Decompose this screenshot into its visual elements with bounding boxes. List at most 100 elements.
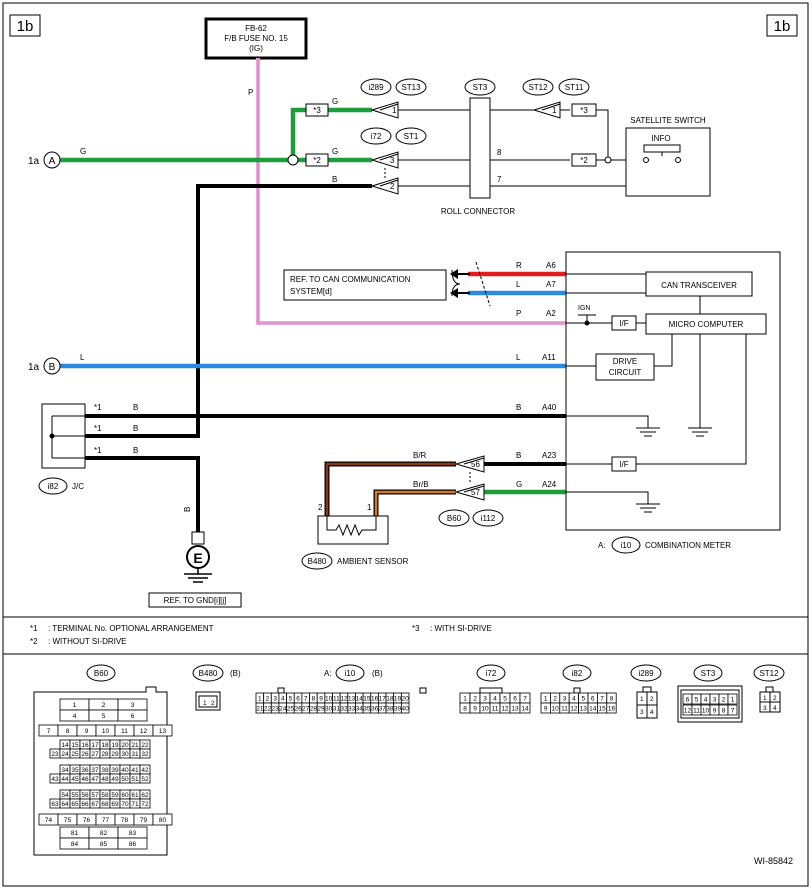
svg-text:25: 25 bbox=[71, 751, 79, 758]
svg-text:10: 10 bbox=[702, 707, 710, 714]
corner-tag-left: 1b bbox=[9, 14, 41, 37]
svg-text:i82: i82 bbox=[572, 669, 583, 678]
svg-text:IGN: IGN bbox=[578, 305, 590, 312]
svg-text:ST1: ST1 bbox=[404, 132, 419, 141]
svg-text:36: 36 bbox=[371, 705, 379, 712]
svg-text:25: 25 bbox=[287, 705, 295, 712]
svg-text:8: 8 bbox=[497, 148, 502, 157]
svg-text:55: 55 bbox=[71, 792, 79, 799]
terminal-a7: A7 bbox=[546, 280, 556, 289]
svg-text:*3: *3 bbox=[412, 624, 420, 633]
svg-text:: TERMINAL No. OPTIONAL ARRANG: : TERMINAL No. OPTIONAL ARRANGEMENT bbox=[48, 624, 214, 633]
svg-text:6: 6 bbox=[513, 695, 517, 702]
svg-text:26: 26 bbox=[294, 705, 302, 712]
svg-text:2: 2 bbox=[266, 695, 270, 702]
svg-text:2: 2 bbox=[650, 696, 654, 703]
svg-text:REF. TO CAN COMMUNICATION: REF. TO CAN COMMUNICATION bbox=[290, 275, 411, 284]
svg-text:12: 12 bbox=[501, 705, 509, 712]
svg-text:32: 32 bbox=[340, 705, 348, 712]
svg-text:57: 57 bbox=[91, 792, 99, 799]
svg-text:56: 56 bbox=[81, 792, 89, 799]
svg-text:: WITHOUT SI-DRIVE: : WITHOUT SI-DRIVE bbox=[48, 637, 127, 646]
svg-text:14: 14 bbox=[61, 742, 69, 749]
svg-text:22: 22 bbox=[264, 705, 272, 712]
svg-text:3: 3 bbox=[563, 695, 567, 702]
svg-text:23: 23 bbox=[51, 751, 59, 758]
terminal-a2: A2 bbox=[546, 309, 556, 318]
svg-text:*1: *1 bbox=[94, 403, 102, 412]
svg-text:29: 29 bbox=[317, 705, 325, 712]
svg-text:*2: *2 bbox=[313, 156, 321, 165]
svg-text:MICRO COMPUTER: MICRO COMPUTER bbox=[669, 320, 744, 329]
oval-i112: i112 bbox=[472, 509, 504, 527]
svg-text:1: 1 bbox=[731, 696, 735, 703]
svg-text:P: P bbox=[516, 309, 521, 318]
svg-text:26: 26 bbox=[81, 751, 89, 758]
diagram-id: WI-85842 bbox=[754, 856, 793, 866]
svg-text:35: 35 bbox=[71, 767, 79, 774]
svg-text:64: 64 bbox=[61, 801, 69, 808]
svg-text:(B): (B) bbox=[372, 669, 383, 678]
svg-text:31: 31 bbox=[131, 751, 139, 758]
svg-text:AMBIENT SENSOR: AMBIENT SENSOR bbox=[337, 557, 409, 566]
terminal-a40: A40 bbox=[542, 403, 557, 412]
svg-text:i10: i10 bbox=[345, 669, 356, 678]
svg-text:1b: 1b bbox=[17, 18, 34, 35]
svg-text:L: L bbox=[516, 353, 521, 362]
svg-text:24: 24 bbox=[61, 751, 69, 758]
svg-text:37: 37 bbox=[91, 767, 99, 774]
svg-text:3: 3 bbox=[390, 156, 395, 165]
svg-text:71: 71 bbox=[131, 801, 139, 808]
svg-text:4: 4 bbox=[493, 695, 497, 702]
svg-text:86: 86 bbox=[129, 841, 137, 848]
svg-text:6: 6 bbox=[131, 713, 135, 720]
svg-text:B: B bbox=[49, 362, 56, 373]
svg-text:43: 43 bbox=[51, 776, 59, 783]
svg-text:6: 6 bbox=[591, 695, 595, 702]
svg-text:12: 12 bbox=[684, 707, 692, 714]
ref-can-box[interactable]: REF. TO CAN COMMUNICATION SYSTEM[d] bbox=[283, 269, 447, 301]
svg-text:: WITH SI-DRIVE: : WITH SI-DRIVE bbox=[430, 624, 492, 633]
svg-text:60: 60 bbox=[121, 792, 129, 799]
joint-connector: *1 *1 *1 B B B i82 J/C bbox=[38, 403, 138, 495]
svg-text:G: G bbox=[332, 97, 338, 106]
svg-text:4: 4 bbox=[73, 713, 77, 720]
svg-text:i10: i10 bbox=[621, 541, 632, 550]
svg-text:*3: *3 bbox=[313, 106, 321, 115]
wire-label-p: P bbox=[248, 88, 253, 97]
svg-text:62: 62 bbox=[141, 792, 149, 799]
wire-label-g-main: G bbox=[80, 147, 86, 156]
wire-pink-p bbox=[256, 58, 566, 325]
svg-text:74: 74 bbox=[45, 817, 53, 824]
svg-text:14: 14 bbox=[356, 695, 364, 702]
terminal-57: 57 bbox=[454, 483, 485, 501]
svg-text:1a: 1a bbox=[28, 156, 40, 167]
svg-text:2: 2 bbox=[473, 695, 477, 702]
svg-text:REF. TO GND[i][j]: REF. TO GND[i][j] bbox=[164, 596, 227, 605]
svg-text:L: L bbox=[516, 280, 521, 289]
svg-text:1: 1 bbox=[544, 695, 548, 702]
svg-text:19: 19 bbox=[394, 695, 402, 702]
svg-text:19: 19 bbox=[111, 742, 119, 749]
svg-text:57: 57 bbox=[471, 488, 480, 497]
svg-text:B/R: B/R bbox=[413, 451, 427, 460]
svg-text:FB-62: FB-62 bbox=[245, 24, 267, 33]
svg-text:A:: A: bbox=[598, 541, 606, 550]
svg-text:i72: i72 bbox=[486, 669, 497, 678]
svg-text:7: 7 bbox=[523, 695, 527, 702]
svg-text:18: 18 bbox=[386, 695, 394, 702]
svg-text:61: 61 bbox=[131, 792, 139, 799]
svg-text:L: L bbox=[80, 353, 85, 362]
oval-b60: B60 bbox=[438, 509, 470, 527]
svg-text:7: 7 bbox=[731, 707, 735, 714]
wire-green-g-branch bbox=[290, 107, 372, 160]
roll-connector: 8 7 ROLL CONNECTOR bbox=[441, 97, 515, 216]
svg-text:11: 11 bbox=[693, 707, 700, 714]
ground-e: B E REF. TO GND[i][j] bbox=[148, 507, 242, 608]
svg-text:ROLL CONNECTOR: ROLL CONNECTOR bbox=[441, 207, 515, 216]
svg-text:9: 9 bbox=[713, 707, 717, 714]
svg-text:52: 52 bbox=[141, 776, 149, 783]
svg-text:3: 3 bbox=[713, 696, 717, 703]
